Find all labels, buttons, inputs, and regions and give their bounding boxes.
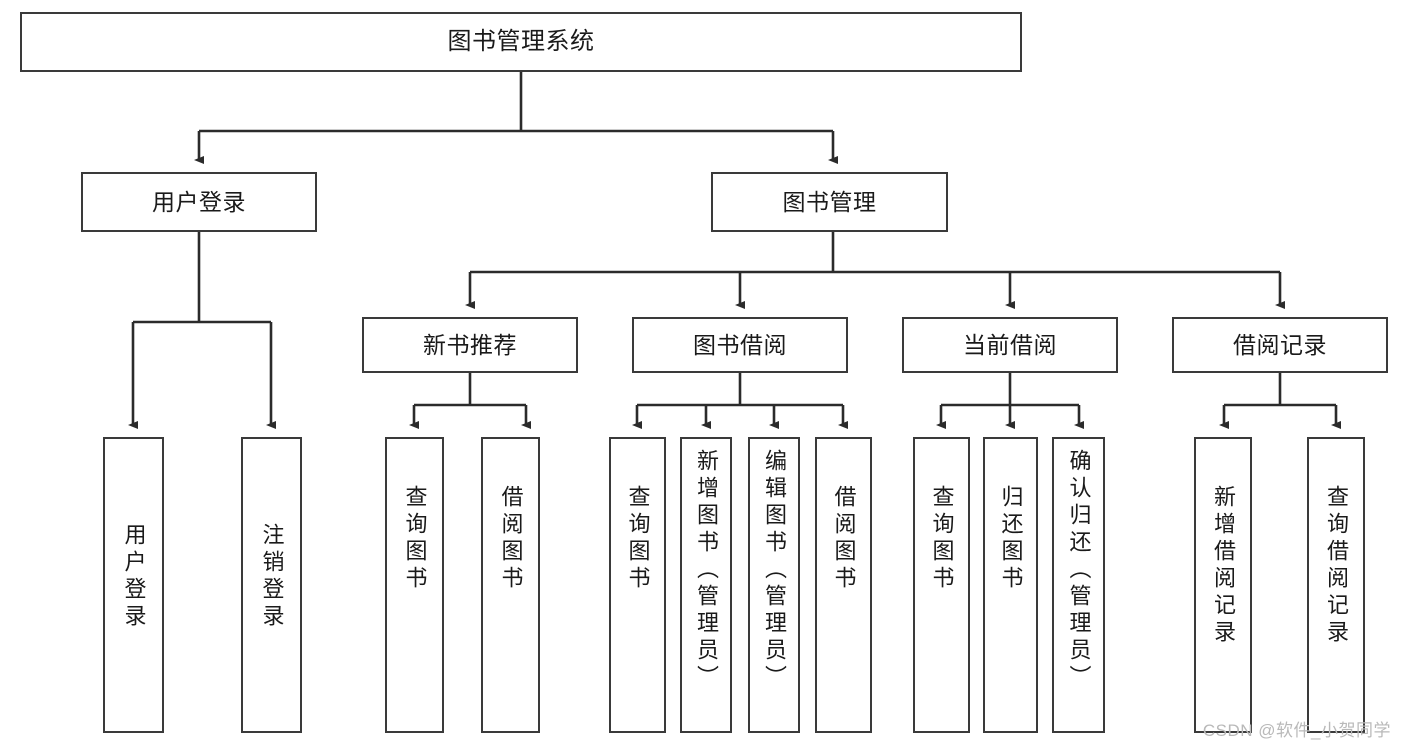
node-book-borrow[interactable]: 图书借阅 [632, 317, 848, 373]
node-label: 图书借阅 [693, 331, 787, 358]
node-label: 归还图书 [998, 485, 1024, 593]
node-label: 查询图书 [929, 485, 955, 593]
node-leaf-query-book-1[interactable]: 查询图书 [385, 437, 444, 733]
node-label: 新增借阅记录 [1211, 485, 1236, 647]
node-label: 注销登录 [259, 523, 285, 631]
node-leaf-logout-login[interactable]: 注销登录 [241, 437, 302, 733]
node-label: 新书推荐 [423, 331, 517, 358]
node-label: 借阅图书 [831, 485, 857, 593]
node-label: 当前借阅 [963, 331, 1057, 358]
watermark-text: CSDN @软件_小贺同学 [1202, 721, 1391, 740]
node-leaf-confirm-return[interactable]: 确认归还（管理员） [1052, 437, 1105, 733]
node-label: 新增图书（管理员） [694, 449, 719, 692]
node-leaf-borrow-book-1[interactable]: 借阅图书 [481, 437, 540, 733]
node-book-management[interactable]: 图书管理 [711, 172, 948, 232]
node-user-login[interactable]: 用户登录 [81, 172, 317, 232]
node-new-book-recommend[interactable]: 新书推荐 [362, 317, 578, 373]
node-label: 查询图书 [402, 485, 428, 593]
node-leaf-borrow-book-2[interactable]: 借阅图书 [815, 437, 872, 733]
node-label: 查询图书 [625, 485, 651, 593]
node-label: 图书管理系统 [447, 28, 595, 56]
node-leaf-query-book-3[interactable]: 查询图书 [913, 437, 970, 733]
node-root-book-management-system[interactable]: 图书管理系统 [20, 12, 1022, 72]
node-label: 用户登录 [152, 188, 246, 215]
node-leaf-add-record[interactable]: 新增借阅记录 [1194, 437, 1252, 733]
node-leaf-return-book[interactable]: 归还图书 [983, 437, 1038, 733]
node-label: 借阅记录 [1233, 331, 1327, 358]
node-label: 借阅图书 [498, 485, 524, 593]
node-borrow-record[interactable]: 借阅记录 [1172, 317, 1388, 373]
node-label: 编辑图书（管理员） [762, 449, 787, 692]
node-leaf-add-book[interactable]: 新增图书（管理员） [680, 437, 732, 733]
node-label: 用户登录 [121, 523, 147, 631]
node-leaf-edit-book[interactable]: 编辑图书（管理员） [748, 437, 800, 733]
node-leaf-query-record[interactable]: 查询借阅记录 [1307, 437, 1365, 733]
node-leaf-user-login[interactable]: 用户登录 [103, 437, 164, 733]
node-current-borrow[interactable]: 当前借阅 [902, 317, 1118, 373]
node-label: 查询借阅记录 [1324, 485, 1349, 647]
node-leaf-query-book-2[interactable]: 查询图书 [609, 437, 666, 733]
node-label: 图书管理 [782, 188, 877, 215]
node-label: 确认归还（管理员） [1066, 449, 1092, 692]
